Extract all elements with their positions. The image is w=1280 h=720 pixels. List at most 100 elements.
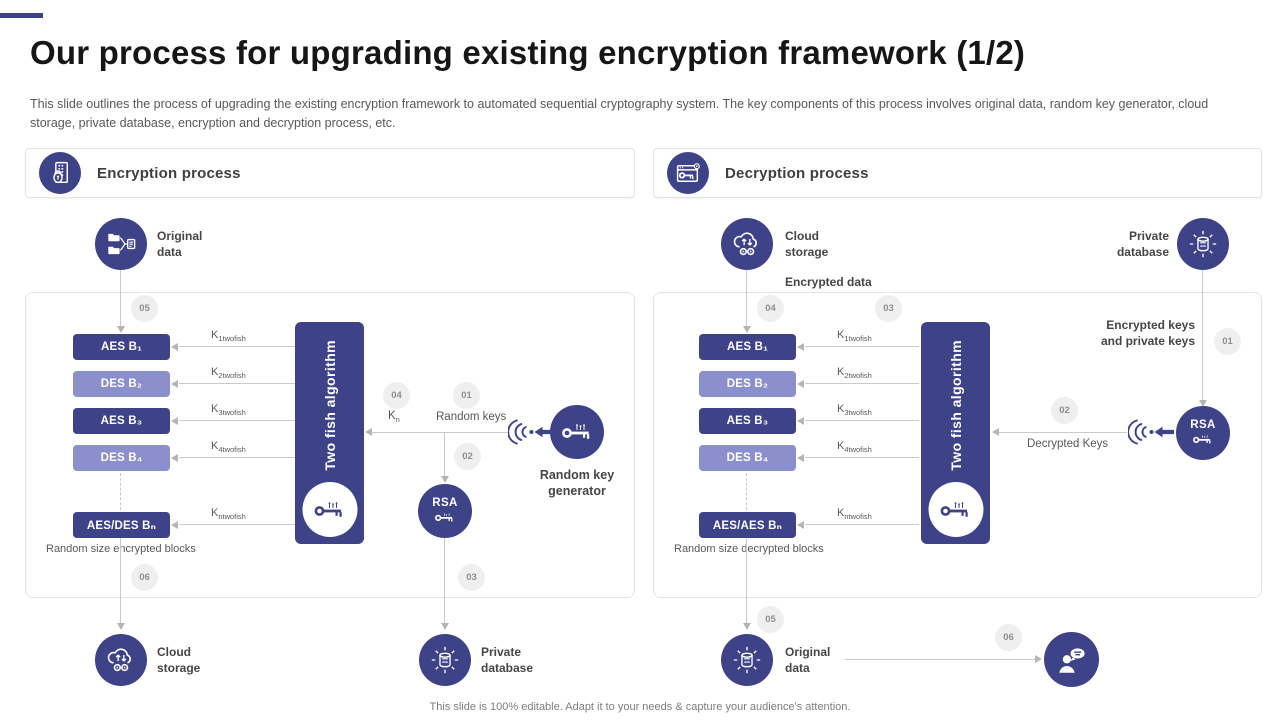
arrowhead <box>117 623 125 630</box>
arrowhead <box>441 623 449 630</box>
step-badge: 02 <box>454 443 481 470</box>
connector <box>746 538 747 624</box>
encryption-block-4: DES B₄ <box>73 445 170 471</box>
connector <box>805 383 919 384</box>
arrowhead <box>171 343 178 351</box>
key-label: Kntwofish <box>837 507 872 521</box>
connector <box>179 457 296 458</box>
arrowhead <box>743 326 751 333</box>
original-data-icon <box>95 218 147 270</box>
arrowhead <box>171 417 178 425</box>
random-key-generator-icon <box>550 405 604 459</box>
arrowhead <box>1035 655 1042 663</box>
step-badge: 01 <box>453 382 480 409</box>
decryption-header-card: Decryption process <box>653 148 1262 198</box>
encryption-header-label: Encryption process <box>97 164 241 182</box>
user-chat-icon <box>1044 632 1099 687</box>
arrowhead <box>365 428 372 436</box>
encrypted-keys-label: Encrypted keys and private keys <box>1100 318 1195 348</box>
random-keys-label: Random keys <box>436 411 507 423</box>
connector <box>120 270 121 327</box>
step-badge: 01 <box>1214 328 1241 355</box>
key-label: K3twofish <box>837 403 872 417</box>
slide-description: This slide outlines the process of upgra… <box>30 97 1209 131</box>
key-label: K4twofish <box>837 440 872 454</box>
decryption-header-label: Decryption process <box>725 164 869 182</box>
key-label: K3twofish <box>211 403 246 417</box>
step-badge: 04 <box>383 382 410 409</box>
arrowhead <box>171 454 178 462</box>
arrowhead <box>117 326 125 333</box>
key-label: Kntwofish <box>211 507 246 521</box>
kn-label: Kn <box>388 410 400 424</box>
step-badge: 02 <box>1051 397 1078 424</box>
arrowhead <box>797 380 804 388</box>
original-data-database-icon <box>721 634 773 686</box>
arrowhead <box>797 343 804 351</box>
cloud-storage-icon <box>95 634 147 686</box>
key-icon <box>928 482 983 537</box>
arrowhead <box>797 521 804 529</box>
encryption-cloud-storage-label: Cloud storage <box>157 645 201 675</box>
step-badge: 03 <box>458 564 485 591</box>
arrowhead <box>797 454 804 462</box>
decryption-block-2: DES B₂ <box>699 371 796 397</box>
key-label: K4twofish <box>211 440 246 454</box>
connector <box>120 538 121 624</box>
decryption-blocks-caption: Random size decrypted blocks <box>674 543 824 555</box>
decryption-block-n: AES/AES Bₙ <box>699 512 796 538</box>
connector <box>805 420 919 421</box>
signal-waves-icon <box>1128 417 1174 447</box>
encryption-twofish-box: Two fish algorithm <box>295 322 364 544</box>
encryption-header-card: Encryption process <box>25 148 635 198</box>
encryption-block-3: AES B₃ <box>73 408 170 434</box>
step-badge: 05 <box>757 606 784 633</box>
random-key-generator-label: Random key generator <box>539 468 615 499</box>
decryption-block-3: AES B₃ <box>699 408 796 434</box>
arrowhead <box>1199 400 1207 407</box>
dashed-connector <box>120 473 121 510</box>
key-icon <box>302 482 357 537</box>
decryption-original-data-label: Original data <box>785 645 831 675</box>
connector <box>999 432 1127 433</box>
step-badge: 05 <box>131 295 158 322</box>
decrypted-keys-label: Decrypted Keys <box>1027 438 1109 450</box>
document-lock-icon <box>39 152 81 194</box>
connector <box>805 346 919 347</box>
arrowhead <box>743 623 751 630</box>
decryption-private-database-label: Private database <box>1116 229 1169 259</box>
private-database-icon <box>1177 218 1229 270</box>
encryption-twofish-label: Two fish algorithm <box>321 339 338 471</box>
rsa-icon: RSA <box>1176 406 1230 460</box>
arrowhead <box>992 428 999 436</box>
step-badge: 06 <box>131 564 158 591</box>
encryption-private-database-label: Private database <box>481 645 534 675</box>
private-database-icon <box>419 634 471 686</box>
connector <box>179 383 296 384</box>
decryption-cloud-storage-label: Cloud storage <box>785 229 829 259</box>
key-label: K2twofish <box>837 366 872 380</box>
encrypted-data-label: Encrypted data <box>785 275 872 289</box>
rsa-label: RSA <box>1190 418 1216 431</box>
decryption-twofish-box: Two fish algorithm <box>921 322 990 544</box>
connector <box>179 420 296 421</box>
rsa-icon: RSA <box>418 484 472 538</box>
step-badge: 04 <box>757 295 784 322</box>
cloud-storage-icon <box>721 218 773 270</box>
connector <box>444 433 445 477</box>
connector <box>179 346 296 347</box>
footer-note: This slide is 100% editable. Adapt it to… <box>429 701 851 713</box>
accent-bar <box>0 13 43 18</box>
step-badge: 06 <box>995 624 1022 651</box>
decryption-twofish-label: Two fish algorithm <box>947 339 964 471</box>
encryption-original-data-label: Original data <box>157 229 203 259</box>
key-label: K2twofish <box>211 366 246 380</box>
connector <box>805 457 919 458</box>
connector <box>845 659 1035 660</box>
arrowhead <box>441 476 449 483</box>
encryption-block-2: DES B₂ <box>73 371 170 397</box>
decryption-block-4: DES B₄ <box>699 445 796 471</box>
encryption-block-n: AES/DES Bₙ <box>73 512 170 538</box>
arrowhead <box>171 521 178 529</box>
